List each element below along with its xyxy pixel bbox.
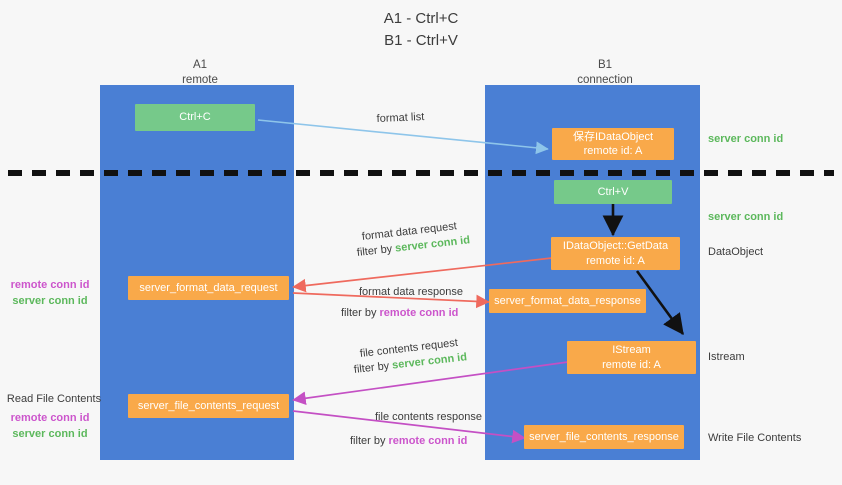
annotation-remote-conn-id-1: remote conn id [10, 279, 90, 291]
box-idataobject-getdata[interactable]: IDataObject::GetData remote id: A [551, 237, 680, 270]
box-getdata-subtitle: remote id: A [586, 254, 645, 267]
box-idataobject-subtitle: remote id: A [583, 145, 643, 157]
annotation-remote-conn-id-2: remote conn id [10, 412, 90, 424]
edge-label-file-contents-response-text: file contents response [375, 411, 483, 423]
annotation-dataobject-text: DataObject [708, 246, 764, 258]
annotation-server-conn-id-mid: server conn id [708, 210, 783, 226]
filter-key-remote-conn-id: remote conn id [379, 307, 459, 319]
box-istream-subtitle: remote id: A [602, 358, 661, 371]
column-a1-name: A1 [192, 59, 208, 71]
edge-label-format-data-response-text: format data response [359, 286, 463, 298]
annotation-server-conn-id-top: server conn id [708, 132, 783, 148]
filter-prefix: filter by [341, 307, 380, 319]
title-line-1: A1 - Ctrl+C [383, 10, 459, 27]
annotation-server-conn-id-mid-text: server conn id [708, 211, 784, 223]
diagram-title: A1 - Ctrl+C B1 - Ctrl+V [0, 8, 842, 52]
annotation-conn-ids-file: remote conn id server conn id [2, 411, 98, 443]
annotation-server-conn-id-top-text: server conn id [708, 133, 784, 145]
box-server-format-data-response-label: server_format_data_response [494, 294, 641, 307]
annotation-dataobject: DataObject [708, 245, 763, 261]
column-b1-sub: connection [577, 73, 633, 86]
edge-label-format-list: format list [343, 108, 459, 128]
filter-prefix: filter by [350, 435, 389, 447]
annotation-write-file-contents: Write File Contents [708, 431, 801, 447]
box-server-file-contents-response[interactable]: server_file_contents_response [524, 425, 684, 449]
column-header-a1: A1 remote [140, 58, 260, 88]
column-header-b1: B1 connection [540, 58, 670, 88]
box-ctrl-c-label: Ctrl+C [179, 111, 211, 124]
box-server-format-data-response[interactable]: server_format_data_response [489, 289, 646, 313]
title-line-2: B1 - Ctrl+V [384, 31, 458, 49]
edge-label-format-list-text: format list [376, 110, 425, 126]
annotation-read-file-contents-text: Read File Contents [6, 393, 102, 405]
box-server-file-contents-response-label: server_file_contents_response [529, 430, 679, 443]
box-ctrl-v[interactable]: Ctrl+V [554, 180, 672, 204]
box-idataobject-title: 保存IDataObject [572, 130, 654, 143]
annotation-server-conn-id-1: server conn id [12, 294, 88, 307]
annotation-server-conn-id-2: server conn id [12, 427, 88, 440]
filter-prefix: filter by [353, 359, 393, 376]
filter-prefix: filter by [356, 242, 396, 259]
annotation-conn-ids-format: remote conn id server conn id [2, 278, 98, 310]
edge-label-file-contents-response: file contents response [375, 410, 482, 425]
filter-key-remote-conn-id: remote conn id [388, 435, 468, 447]
box-server-format-data-request-label: server_format_data_request [139, 281, 278, 294]
edge-label-format-data-response: format data response [359, 285, 463, 300]
box-server-file-contents-request-label: server_file_contents_request [137, 399, 280, 412]
column-a1-sub: remote [182, 73, 218, 86]
edge-label-format-data-response-filter: filter by remote conn id [341, 306, 458, 321]
box-istream-title: IStream [612, 344, 651, 357]
annotation-read-file-contents: Read File Contents [2, 392, 106, 408]
box-istream[interactable]: IStream remote id: A [567, 341, 696, 374]
annotation-istream-text: Istream [708, 351, 745, 363]
annotation-istream: Istream [708, 350, 745, 366]
box-getdata-title: IDataObject::GetData [562, 240, 669, 253]
box-idataobject[interactable]: 保存IDataObject remote id: A [552, 128, 674, 160]
box-ctrl-v-label: Ctrl+V [597, 185, 629, 198]
annotation-write-file-contents-text: Write File Contents [708, 432, 802, 444]
box-ctrl-c[interactable]: Ctrl+C [135, 104, 255, 131]
column-b1-name: B1 [597, 59, 613, 71]
box-server-file-contents-request[interactable]: server_file_contents_request [128, 394, 289, 418]
box-server-format-data-request[interactable]: server_format_data_request [128, 276, 289, 300]
edge-label-file-contents-response-filter: filter by remote conn id [350, 434, 467, 449]
